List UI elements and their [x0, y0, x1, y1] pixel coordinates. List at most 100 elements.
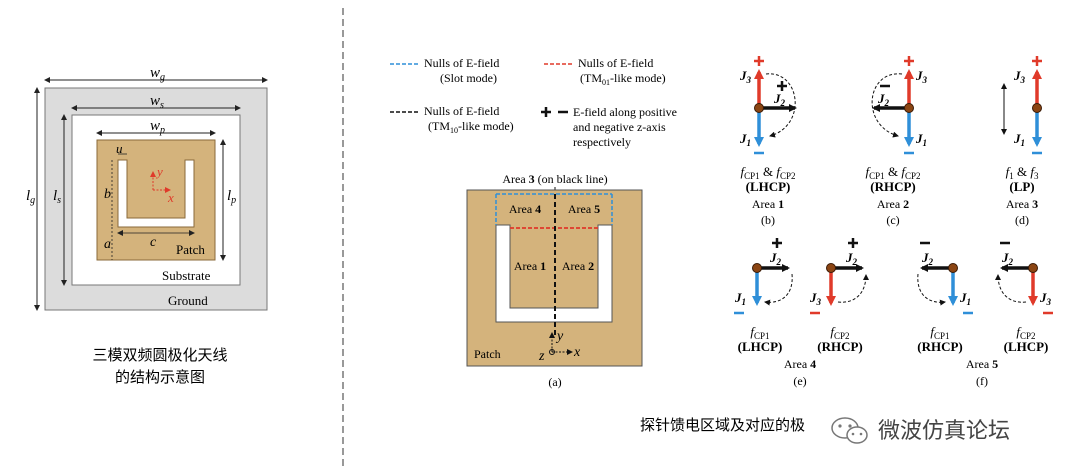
feed-point	[948, 263, 958, 273]
legend-efield-text-2: and negative z-axis	[573, 120, 666, 134]
polarization-label: (LP)	[1009, 179, 1034, 194]
legend-efield-text-3: respectively	[573, 135, 631, 149]
rotation-arrow	[871, 73, 903, 138]
polarization-label-left: (RHCP)	[917, 339, 963, 354]
polarization-label-right: (LHCP)	[1004, 339, 1049, 354]
plus-icon	[848, 238, 858, 248]
area-label: Area 2	[877, 197, 909, 211]
j2-label: J2	[845, 250, 858, 267]
j1-label: J1	[915, 131, 927, 148]
label-lp: lp	[227, 188, 236, 206]
u-slot	[117, 159, 195, 228]
polarization-label-left: (LHCP)	[738, 339, 783, 354]
freq-label-right: fCP2	[830, 324, 849, 341]
j3-label: J3	[915, 68, 928, 85]
feed-point	[1032, 103, 1042, 113]
polarization-label: (LHCP)	[746, 179, 791, 194]
legend: Nulls of E-field (Slot mode) Nulls of E-…	[390, 56, 677, 149]
area4-label: Area 4	[509, 202, 541, 216]
freq-label-left: fCP1	[930, 324, 949, 341]
polarization-label-right: (RHCP)	[817, 339, 863, 354]
area5-label: Area 5	[568, 202, 600, 216]
patch	[96, 139, 216, 261]
feed-point	[752, 263, 762, 273]
panel-caption: (e)	[793, 374, 806, 388]
j1-label: J1	[1013, 131, 1025, 148]
panel-a: Area 3 (on black line) Area 4 Area 5 Are…	[466, 172, 643, 389]
j2-label: J2	[769, 250, 782, 267]
feed-point	[1028, 263, 1038, 273]
label-wg: wg	[150, 65, 165, 83]
label-ls: ls	[53, 188, 61, 206]
axis-z-label-a: z	[538, 349, 545, 364]
j1-label: J1	[739, 131, 751, 148]
label-b: b	[104, 187, 111, 202]
freq-label-left: fCP1	[750, 324, 769, 341]
panel-caption: (d)	[1015, 213, 1029, 227]
axis-x-label-a: x	[573, 345, 581, 360]
u-slot-a	[495, 224, 613, 323]
axis-z-a	[549, 349, 555, 355]
patch-axis-y-label: y	[155, 164, 163, 179]
plus-icon	[754, 56, 764, 66]
legend-slot-text: Nulls of E-field	[424, 56, 499, 70]
patch-axis-x-label: x	[167, 190, 174, 205]
j3-label: J3	[739, 68, 752, 85]
j3-label: J3	[809, 290, 822, 307]
area-label: Area 3	[1006, 197, 1038, 211]
feed-point	[754, 103, 764, 113]
panel-caption: (f)	[976, 374, 988, 388]
freq-label: fCP1 & fCP2	[866, 164, 921, 181]
label-lg: lg	[26, 188, 35, 206]
area-label: Area 1	[752, 197, 784, 211]
axis-y-label-a: y	[555, 329, 564, 344]
caption-a: (a)	[548, 375, 561, 389]
area2-label: Area 2	[562, 259, 594, 273]
j2-label: J2	[773, 91, 786, 108]
rotation-arrow	[995, 274, 1027, 303]
watermark: 微波仿真论坛	[831, 417, 1010, 444]
legend-tm01-sub: (TM01-like mode)	[580, 71, 666, 87]
panel-d: J3 J1 f1 & f3 (LP) Area 3 (d)	[1001, 56, 1042, 227]
label-c: c	[150, 235, 157, 250]
label-wp: wp	[150, 118, 165, 136]
rotation-arrow	[917, 273, 946, 306]
bottom-caption: 探针馈电区域及对应的极	[640, 416, 805, 434]
panel-b: J3 J2 J1 fCP1 & fCP2 (LHCP) Area 1 (b)	[739, 56, 797, 227]
watermark-text: 微波仿真论坛	[878, 419, 1010, 444]
panel-caption: (b)	[761, 213, 775, 227]
rotation-arrow	[764, 273, 793, 306]
antenna-structure: wg ws wp lg ls lp u b a c y x Patch Subs…	[26, 65, 268, 386]
rotation-arrow	[837, 274, 869, 303]
j1-label: J1	[959, 290, 971, 307]
feed-point	[826, 263, 836, 273]
j2-label: J2	[877, 91, 890, 108]
polarization-label: (RHCP)	[870, 179, 916, 194]
wechat-icon	[831, 417, 868, 444]
j3-label: J3	[1013, 68, 1026, 85]
plus-icon	[777, 81, 787, 91]
panel-e: J2 J1 fCP1 (LHCP) J2 J3 fCP2 (RHCP) Area…	[734, 238, 869, 388]
area1-label: Area 1	[514, 259, 546, 273]
area-label: Area 4	[784, 357, 816, 371]
legend-efield-text: E-field along positive	[573, 105, 677, 119]
j2-label: J2	[921, 250, 934, 267]
panel-c: J3 J2 J1 fCP1 & fCP2 (RHCP) Area 2 (c)	[866, 56, 928, 227]
freq-label-right: fCP2	[1016, 324, 1035, 341]
patch-label-a: Patch	[474, 347, 501, 361]
label-ws: ws	[150, 93, 164, 111]
structure-caption-line1: 三模双频圆极化天线	[92, 346, 227, 364]
plus-icon	[772, 238, 782, 248]
j2-label: J2	[1001, 250, 1014, 267]
freq-label: f1 & f3	[1006, 164, 1039, 181]
legend-tm10-sub: (TM10-like mode)	[428, 119, 514, 135]
feed-point	[904, 103, 914, 113]
label-u: u	[116, 141, 123, 156]
legend-tm10-text: Nulls of E-field	[424, 104, 499, 118]
plus-icon	[904, 56, 914, 66]
label-patch: Patch	[176, 242, 205, 257]
legend-slot-sub: (Slot mode)	[440, 71, 497, 85]
structure-caption-line2: 的结构示意图	[115, 368, 205, 386]
rotation-arrow	[765, 73, 796, 138]
